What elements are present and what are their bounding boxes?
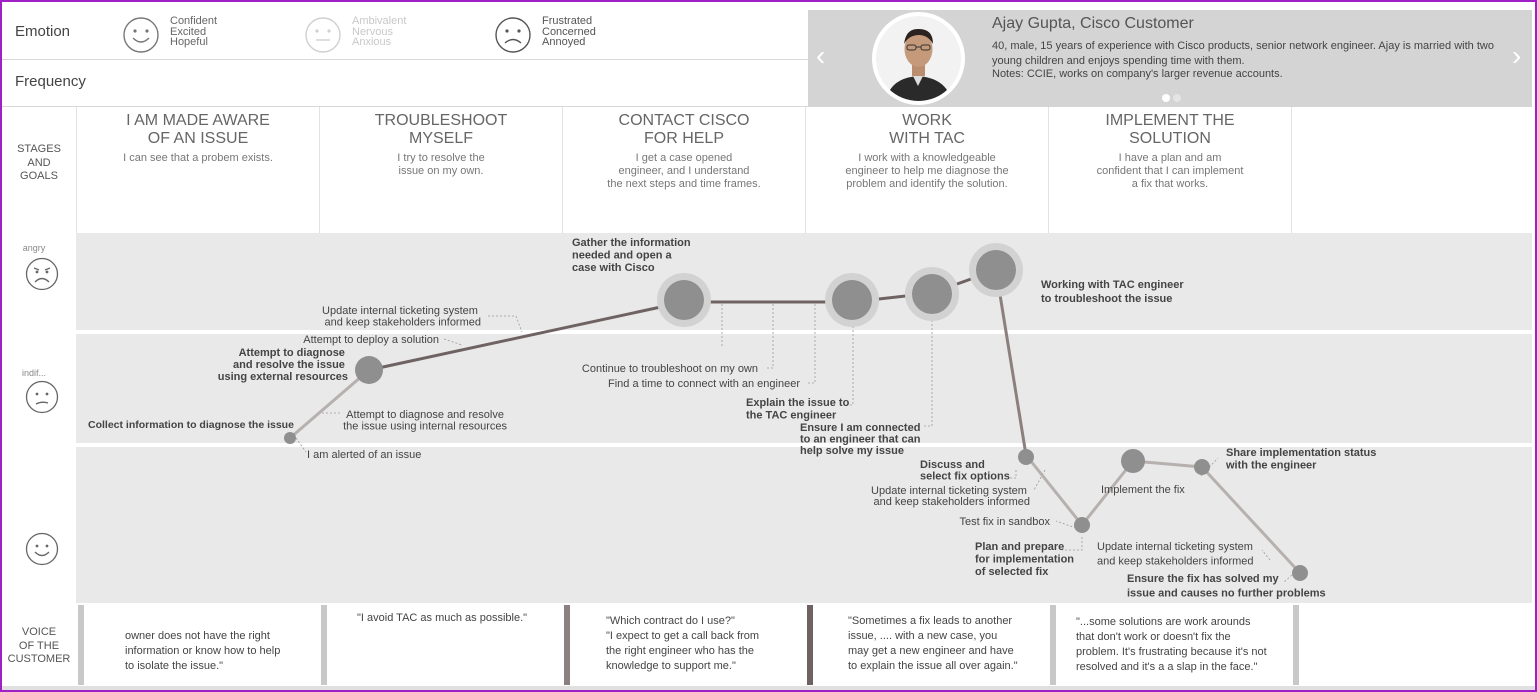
journey-node[interactable] xyxy=(284,432,296,444)
label-internal: Attempt to diagnose and resolve the issu… xyxy=(343,409,507,433)
label-update-2: Update internal ticketing system and kee… xyxy=(871,485,1030,508)
journey-segment xyxy=(996,270,1026,455)
journey-node[interactable] xyxy=(976,250,1016,290)
voc-divider xyxy=(78,605,84,685)
voc-row xyxy=(76,605,1532,685)
voc-quote: "Which contract do I use?""I expect to g… xyxy=(606,614,759,674)
journey-node[interactable] xyxy=(1018,449,1034,465)
voc-label: VOICE OF THE CUSTOMER xyxy=(2,605,76,685)
label-deploy: Attempt to deploy a solution xyxy=(303,334,439,346)
voc-divider xyxy=(807,605,813,685)
journey-node[interactable] xyxy=(912,274,952,314)
label-discuss: Discuss and select fix options xyxy=(920,459,1010,483)
label-update-3: Update internal ticketing system and kee… xyxy=(1097,541,1256,568)
journey-node[interactable] xyxy=(1194,459,1210,475)
label-find-time: Find a time to connect with an engineer xyxy=(608,378,800,390)
journey-node[interactable] xyxy=(664,280,704,320)
journey-node[interactable] xyxy=(1074,517,1090,533)
journey-segment xyxy=(1026,455,1082,525)
journey-node[interactable] xyxy=(1292,565,1308,581)
bottom-strip xyxy=(0,686,1537,692)
voc-quote: "I avoid TAC as much as possible." xyxy=(357,611,527,626)
label-plan: Plan and prepare for implementation of s… xyxy=(975,541,1077,578)
label-external: Attempt to diagnose and resolve the issu… xyxy=(218,347,348,383)
label-explain: Explain the issue to the TAC engineer xyxy=(746,397,852,422)
label-working-tac: Working with TAC engineer to troubleshoo… xyxy=(1041,279,1187,305)
voc-divider xyxy=(564,605,570,685)
label-collect: Collect information to diagnose the issu… xyxy=(88,419,294,431)
label-update-1: Update internal ticketing system and kee… xyxy=(322,305,481,329)
label-implement: Implement the fix xyxy=(1101,484,1185,496)
journey-node[interactable] xyxy=(832,280,872,320)
label-ensure-connected: Ensure I am connected to an engineer tha… xyxy=(800,422,924,457)
voc-divider xyxy=(321,605,327,685)
journey-node[interactable] xyxy=(1121,449,1145,473)
journey-node[interactable] xyxy=(355,356,383,384)
label-alerted: I am alerted of an issue xyxy=(307,449,421,461)
voc-divider xyxy=(1050,605,1056,685)
voc-divider xyxy=(1293,605,1299,685)
label-gather: Gather the information needed and open a… xyxy=(572,237,694,274)
label-test: Test fix in sandbox xyxy=(960,516,1051,528)
label-share: Share implementation status with the eng… xyxy=(1225,447,1379,472)
label-continue: Continue to troubleshoot on my own xyxy=(582,363,758,375)
